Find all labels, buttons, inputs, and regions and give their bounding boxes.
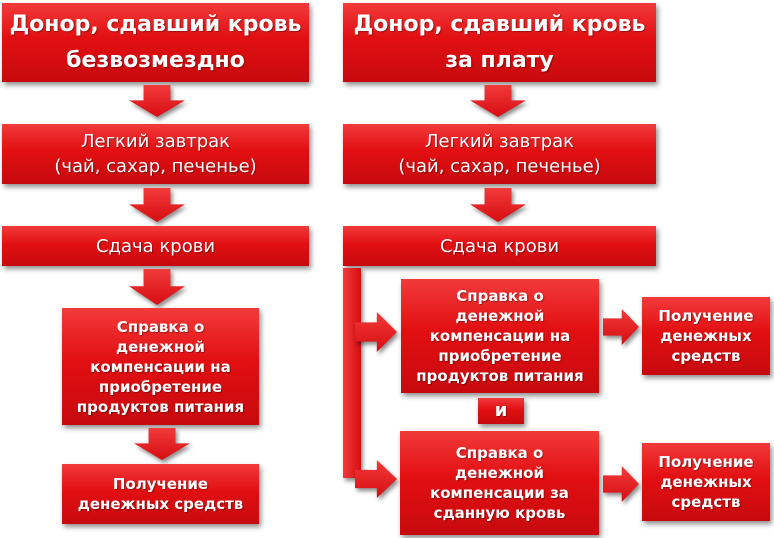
blood-compensation-certificate: Справка о денежной компенсации за сданну…: [400, 431, 599, 535]
arrow-right: [603, 309, 639, 345]
right-food-compensation-certificate: Справка о денежной компенсации на приобр…: [401, 279, 599, 393]
left-food-compensation-certificate: Справка о денежной компенсации на приобр…: [62, 308, 259, 425]
left-blood-donation-box: Сдача крови: [2, 226, 309, 266]
arrow-down: [470, 85, 526, 117]
arrow-right: [355, 312, 397, 352]
right-receive-money-box-1: Получение денежных средств: [642, 297, 770, 375]
arrow-down: [470, 188, 526, 222]
arrow-right: [355, 460, 397, 498]
arrow-right: [603, 466, 639, 502]
left-receive-money-box: Получение денежных средств: [62, 464, 259, 524]
paid-donor-header: Донор, сдавший кровь за плату: [343, 3, 656, 82]
right-receive-money-box-2: Получение денежных средств: [642, 443, 770, 521]
free-donor-header: Донор, сдавший кровь безвозмездно: [2, 3, 309, 82]
arrow-down: [129, 188, 185, 222]
arrow-down: [129, 85, 185, 117]
arrow-down: [134, 428, 190, 460]
arrow-down: [129, 269, 185, 305]
left-breakfast-box: Легкий завтрак (чай, сахар, печенье): [2, 124, 309, 184]
and-connector-label: и: [478, 398, 524, 424]
right-blood-donation-box: Сдача крови: [343, 226, 656, 266]
branch-line: [343, 268, 361, 478]
right-breakfast-box: Легкий завтрак (чай, сахар, печенье): [343, 124, 656, 184]
